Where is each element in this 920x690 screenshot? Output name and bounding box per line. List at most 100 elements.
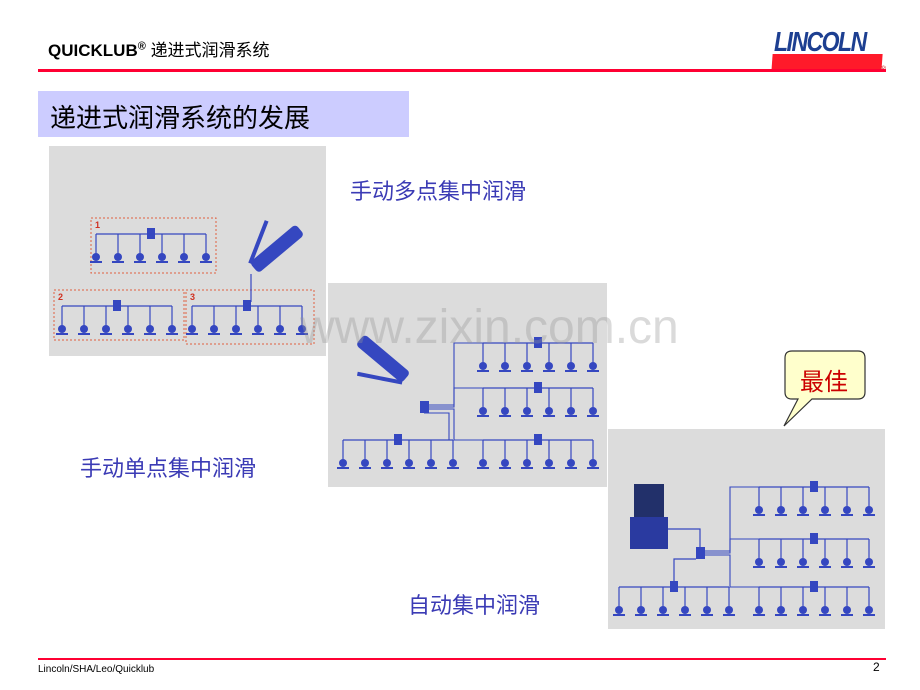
label-manual-multi-point: 手动多点集中润滑 <box>350 180 527 205</box>
bearing-point <box>545 407 553 415</box>
bearing-point <box>681 606 689 614</box>
bearing-base <box>841 566 853 568</box>
bearing-point <box>501 362 509 370</box>
bearing-point <box>479 362 487 370</box>
bearing-base <box>230 333 242 335</box>
brand-name: QUICKLUB <box>48 41 138 60</box>
bearing-point <box>383 459 391 467</box>
bearing-base <box>112 261 124 263</box>
group-number: 1 <box>95 220 100 230</box>
bearing-point <box>479 407 487 415</box>
bearing-base <box>863 514 875 516</box>
bearing-point <box>523 407 531 415</box>
diagram-line <box>705 554 810 588</box>
bearing-point <box>339 459 347 467</box>
bearing-base <box>122 333 134 335</box>
bearing-point <box>865 558 873 566</box>
automatic-photo <box>608 429 885 629</box>
bearing-base <box>274 333 286 335</box>
bearing-base <box>613 614 625 616</box>
bearing-base <box>425 467 437 469</box>
bearing-point <box>232 325 240 333</box>
bearing-base <box>841 614 853 616</box>
bearing-base <box>841 514 853 516</box>
bearing-point <box>843 558 851 566</box>
bearing-point <box>659 606 667 614</box>
bearing-point <box>637 606 645 614</box>
bearing-point <box>755 506 763 514</box>
bearing-point <box>567 459 575 467</box>
automatic-pump-icon <box>630 517 668 549</box>
logo-text: LINCOLN <box>774 26 867 58</box>
bearing-base <box>499 415 511 417</box>
bearing-point <box>210 325 218 333</box>
diagram-line <box>673 558 696 581</box>
header-divider <box>38 69 886 72</box>
bearing-base <box>521 467 533 469</box>
bearing-point <box>865 506 873 514</box>
bearing-point <box>589 407 597 415</box>
bearing-point <box>703 606 711 614</box>
bearing-base <box>166 333 178 335</box>
grease-gun-body <box>357 335 409 382</box>
bearing-base <box>565 415 577 417</box>
bearing-point <box>821 558 829 566</box>
callout-bubble <box>783 350 866 427</box>
bearing-base <box>587 415 599 417</box>
bearing-point <box>777 506 785 514</box>
bearing-point <box>92 253 100 261</box>
bearing-point <box>361 459 369 467</box>
bearing-base <box>753 514 765 516</box>
bearing-point <box>799 558 807 566</box>
bearing-base <box>587 467 599 469</box>
diagram-line <box>668 528 701 547</box>
bearing-base <box>521 415 533 417</box>
bearing-base <box>543 467 555 469</box>
dashed-group-frame <box>53 289 185 341</box>
page-number: 2 <box>873 660 880 674</box>
diagram-line <box>705 538 810 554</box>
dashed-group-frame <box>90 217 217 274</box>
bearing-base <box>156 261 168 263</box>
diagram-line <box>705 486 810 552</box>
bearing-base <box>208 333 220 335</box>
diagram-line <box>429 387 534 408</box>
diagram-line <box>429 408 534 441</box>
bearing-base <box>775 514 787 516</box>
manual-multi-point-photo <box>328 283 607 487</box>
bearing-base <box>403 467 415 469</box>
bearing-base <box>723 614 735 616</box>
bearing-point <box>80 325 88 333</box>
callout-text: 最佳 <box>800 368 848 396</box>
grease-gun-icon <box>356 335 409 385</box>
watermark: www.zixin.com.cn <box>300 301 679 354</box>
grease-gun-lever <box>356 371 403 385</box>
bearing-point <box>567 407 575 415</box>
bearing-base <box>381 467 393 469</box>
bearing-base <box>477 415 489 417</box>
bearing-base <box>819 514 831 516</box>
bearing-base <box>819 566 831 568</box>
footer-divider <box>38 658 886 660</box>
page-title: 递进式润滑系统的发展 <box>50 104 311 134</box>
bearing-point <box>545 459 553 467</box>
bearing-point <box>501 459 509 467</box>
grease-gun-icon <box>248 220 303 272</box>
bearing-base <box>797 514 809 516</box>
bearing-point <box>589 362 597 370</box>
bearing-point <box>124 325 132 333</box>
grease-gun-lever <box>248 220 269 265</box>
bearing-base <box>753 614 765 616</box>
registered-mark: ® <box>137 40 146 53</box>
grease-gun-body <box>251 225 303 272</box>
bearing-point <box>799 606 807 614</box>
distributor-block <box>696 547 705 559</box>
pump-reservoir <box>634 484 664 519</box>
bearing-point <box>202 253 210 261</box>
bearing-base <box>635 614 647 616</box>
bearing-base <box>296 333 308 335</box>
bearing-point <box>725 606 733 614</box>
bearing-base <box>200 261 212 263</box>
bearing-base <box>819 614 831 616</box>
dashed-group-frame <box>185 289 315 345</box>
